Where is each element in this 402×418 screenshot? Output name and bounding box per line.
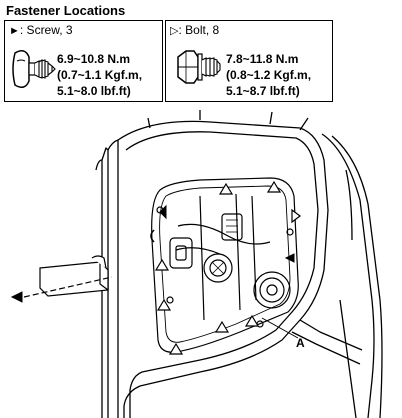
bolt-marker: [168, 342, 184, 355]
screw-label-text: : Screw, 3: [19, 23, 73, 37]
screw-icon: [12, 50, 56, 88]
screw-legend-label: ►: Screw, 3: [9, 23, 73, 37]
screw-torque-lbf: 5.1~8.0 lbf.ft): [57, 84, 131, 98]
bolt-legend-box: ▷: Bolt, 8 7.8~11.8 N.m (0.8~1.2 Kgf.m, …: [165, 20, 333, 102]
bolt-markers: [154, 180, 301, 355]
bolt-label-text: : Bolt, 8: [178, 23, 220, 37]
bolt-torque-lbf: 5.1~8.7 lbf.ft): [226, 84, 300, 98]
screw-torque-kgf: (0.7~1.1 Kgf.m,: [57, 68, 143, 82]
bolt-legend-label: ▷: Bolt, 8: [170, 23, 219, 37]
bolt-torque-spec: 7.8~11.8 N.m (0.8~1.2 Kgf.m, 5.1~8.7 lbf…: [226, 51, 311, 99]
screw-torque-spec: 6.9~10.8 N.m (0.7~1.1 Kgf.m, 5.1~8.0 lbf…: [57, 51, 142, 99]
bolt-torque-nm: 7.8~11.8 N.m: [226, 52, 299, 66]
trim-clip-detail: [39, 255, 109, 297]
sealing-hook-a: [150, 229, 155, 243]
screw-marker: [10, 291, 23, 303]
bolt-marker: [156, 298, 172, 311]
screw-markers: [10, 204, 295, 303]
bolt-icon: [177, 50, 221, 84]
door-module-illustration: [10, 110, 383, 418]
screw-torque-nm: 6.9~10.8 N.m: [57, 52, 131, 66]
screw-symbol: ►: [9, 25, 20, 37]
bolt-marker: [266, 180, 282, 193]
screw-marker: [159, 204, 167, 220]
page-title: Fastener Locations: [6, 3, 126, 18]
bolt-marker: [154, 258, 170, 271]
bolt-torque-kgf: (0.8~1.2 Kgf.m,: [226, 68, 312, 82]
screw-marker: [284, 253, 295, 263]
bolt-marker: [214, 320, 230, 333]
speaker: [253, 271, 291, 309]
bolt-marker: [244, 314, 260, 327]
bolt-marker: [291, 208, 301, 224]
door-outline: [117, 120, 329, 418]
callout-a: A: [296, 336, 305, 350]
bolt-symbol: ▷: [170, 25, 179, 37]
regulator-motor: [203, 253, 233, 283]
removal-arrow: [23, 276, 113, 298]
module-plate: [151, 177, 299, 353]
screw-legend-box: ►: Screw, 3 6.9~10.8 N.m (0.7~1.1 Kgf.m,…: [4, 20, 163, 102]
door-frame-inner: [125, 131, 319, 418]
bolt-marker: [218, 182, 234, 195]
callout-a-leader: [261, 317, 299, 339]
